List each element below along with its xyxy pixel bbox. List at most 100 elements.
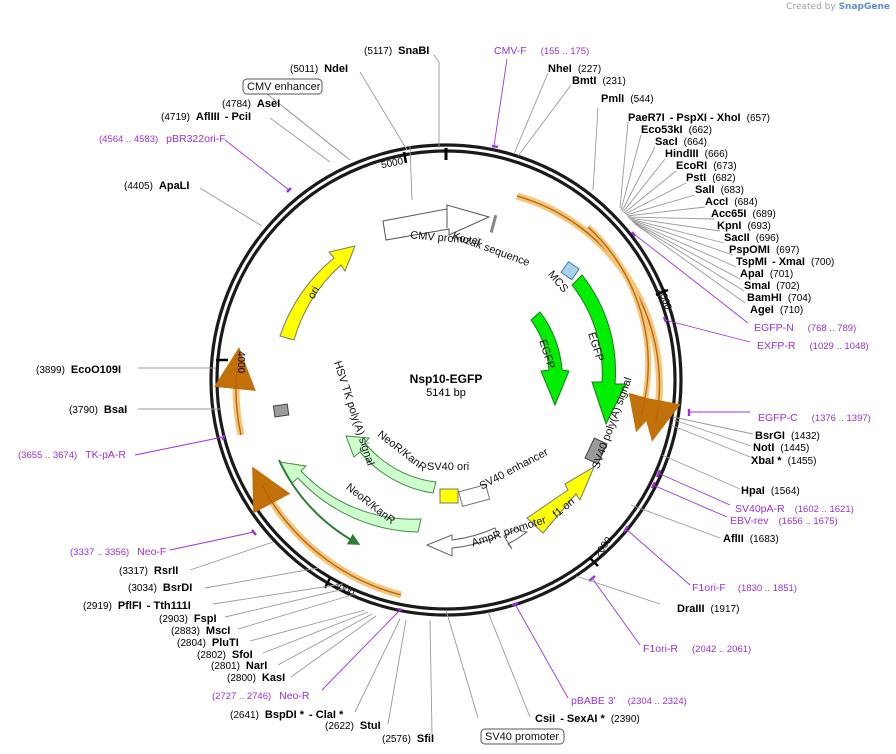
site-kasi: (2800)KasI	[227, 672, 285, 684]
feature-kozak-sequence	[489, 214, 498, 233]
primer-cmv-f: CMV-F(155 .. 175)	[494, 45, 589, 57]
site-saci: SacI(664)	[655, 136, 707, 148]
primer-ebv-rev: EBV-rev(1656 .. 1675)	[730, 515, 838, 527]
feature-neor-kanr-outer	[279, 461, 422, 533]
feature-hsv-tk-polya-signal	[272, 403, 290, 418]
label-sv40-enhancer: SV40 enhancer	[478, 446, 551, 492]
site-pmli: PmlI(544)	[601, 93, 654, 105]
label-sv40-ori: SV40 ori	[427, 461, 469, 473]
site-bsai: (3790)BsaI	[69, 404, 127, 416]
site-aflii: AflII(1683)	[723, 533, 779, 545]
tick-1000: 1000	[655, 287, 673, 312]
plasmid-length: 5141 bp	[426, 387, 466, 399]
primer-egfp-c: EGFP-C(1376 .. 1397)	[758, 412, 871, 424]
features	[272, 204, 627, 557]
primer-tk-pa-r: (3655 .. 3674)TK-pA-R	[18, 449, 126, 461]
feature-sv40-enhancer	[458, 484, 491, 507]
site-sali: SalI(683)	[695, 184, 744, 196]
primer-f1ori-r: F1ori-R(2042 .. 2061)	[643, 643, 751, 655]
callout-sv40-promoter: SV40 promoter	[485, 731, 559, 743]
callout-sv40-promoter-box	[480, 728, 565, 745]
site-bmti: BmtI(231)	[572, 75, 626, 87]
enzyme-labels: (5117)SnaBI (5011)NdeI (4784)AseI (4719)…	[36, 45, 834, 745]
feature-neor-kanr-inner	[345, 435, 437, 494]
site-smai: SmaI(702)	[744, 280, 800, 292]
feature-sv40-ori	[439, 488, 459, 504]
primer-sv40pa-r: SV40pA-R(1602 .. 1621)	[735, 503, 854, 515]
primer-pbabe-3: pBABE 3'(2304 .. 2324)	[571, 695, 687, 707]
tick-5000-mark	[402, 151, 408, 164]
enzyme-leaders	[138, 54, 756, 735]
feature-egfp-outer	[571, 274, 627, 426]
feature-ori	[279, 245, 356, 341]
site-pspomi: PspOMI(697)	[729, 244, 799, 256]
site-acci: AccI(684)	[705, 196, 758, 208]
primer-f1ori-f: F1ori-F(1830 .. 1851)	[692, 582, 797, 594]
primer-pbr322ori-f: (4564 .. 4583)pBR322ori-F	[99, 133, 226, 145]
callout-cmv-enhancer-box	[242, 78, 323, 95]
site-bspdi-clai: (2641)BspDI *- ClaI *	[230, 709, 344, 721]
primer-neo-f: (3337 .. 3356)Neo-F	[70, 546, 166, 558]
site-tspmi-xmai: TspMI- XmaI(700)	[736, 256, 834, 268]
site-bsrdi: (3034)BsrDI	[128, 582, 192, 594]
site-agei: AgeI(710)	[750, 304, 803, 316]
site-apai: ApaI(701)	[740, 268, 793, 280]
site-hpai: HpaI(1564)	[741, 485, 800, 497]
site-ecoo109i: (3899)EcoO109I	[36, 364, 121, 376]
site-draiii: DraIII(1917)	[677, 603, 739, 615]
site-sfoi: (2802)SfoI	[197, 649, 253, 661]
site-afliii-pcii: (4719)AflIII- PciI	[161, 111, 251, 123]
orf-arcs	[214, 192, 681, 599]
site-nari: (2801)NarI	[211, 660, 267, 672]
site-nhei: NheI(227)	[548, 63, 601, 75]
primer-egfp-n: EGFP-N(768 .. 789)	[754, 322, 856, 334]
primer-exfp-r: EXFP-R(1029 .. 1048)	[757, 340, 869, 352]
site-acc65i: Acc65I(689)	[711, 208, 776, 220]
site-asei: (4784)AseI	[222, 98, 280, 110]
plasmid-name: Nsp10-EGFP	[410, 372, 483, 386]
callout-cmv-enhancer: CMV enhancer	[247, 81, 321, 93]
site-pluti: (2804)PluTI	[177, 637, 239, 649]
feature-sv40-promoter	[425, 527, 499, 557]
site-bamhi: BamHI(704)	[747, 292, 811, 304]
site-csii-sexai: CsiI- SexAI *(2390)	[535, 713, 640, 725]
feature-egfp-inner	[530, 311, 570, 407]
label-kozak-sequence: Kozak sequence	[451, 230, 532, 269]
site-xbai: XbaI *(1455)	[751, 455, 816, 467]
feature-cmv-promoter	[382, 204, 491, 241]
tick-2000-mark	[589, 557, 599, 567]
site-paer7i-pspxi-xhoi: PaeR7I- PspXI - XhoI(657)	[628, 112, 770, 124]
feature-neo-dark-arrow	[278, 459, 361, 545]
site-ndei: (5011)NdeI	[290, 63, 348, 75]
site-ecori: EcoRI(673)	[676, 160, 737, 172]
tick-4000: 4000	[235, 351, 246, 374]
feature-f1-ori	[526, 465, 596, 534]
primer-labels: CMV-F(155 .. 175) (4564 .. 4583)pBR322or…	[18, 45, 871, 707]
primer-leaders	[134, 58, 751, 699]
site-msci: (2883)MscI	[171, 625, 230, 637]
site-hindiii: HindIII(666)	[665, 148, 728, 160]
site-pflfi-tth111i: (2919)PflFI- Tth111I	[83, 600, 191, 612]
site-sfii: (2576)SfiI	[382, 733, 434, 745]
primer-neo-r: (2727 .. 2746)Neo-R	[212, 690, 310, 702]
primer-marks	[221, 144, 691, 612]
backbone-outer	[209, 143, 683, 617]
site-noti: NotI(1445)	[753, 442, 809, 454]
site-kpni: KpnI(693)	[717, 220, 771, 232]
site-sacii: SacII(696)	[724, 232, 779, 244]
site-eco53ki: Eco53kI(662)	[641, 124, 712, 136]
snapgene-credit: Created by SnapGene	[786, 2, 890, 12]
site-stui: (2622)StuI	[325, 720, 381, 732]
site-apali: (4405)ApaLI	[124, 180, 189, 192]
feature-ampr-promoter	[503, 527, 529, 550]
site-fspi: (2903)FspI	[159, 613, 217, 625]
label-ori: ori	[306, 285, 322, 301]
tick-1000-mark	[655, 288, 669, 297]
site-bsrgi: BsrGI(1432)	[755, 430, 820, 442]
site-psti: PstI(682)	[686, 172, 736, 184]
feature-sv40-polya-signal	[584, 437, 608, 465]
snapgene-logo-icon: SnapGene	[838, 2, 890, 12]
site-rsrii: (3317)RsrII	[119, 565, 178, 577]
site-snabi: (5117)SnaBI	[364, 45, 429, 57]
